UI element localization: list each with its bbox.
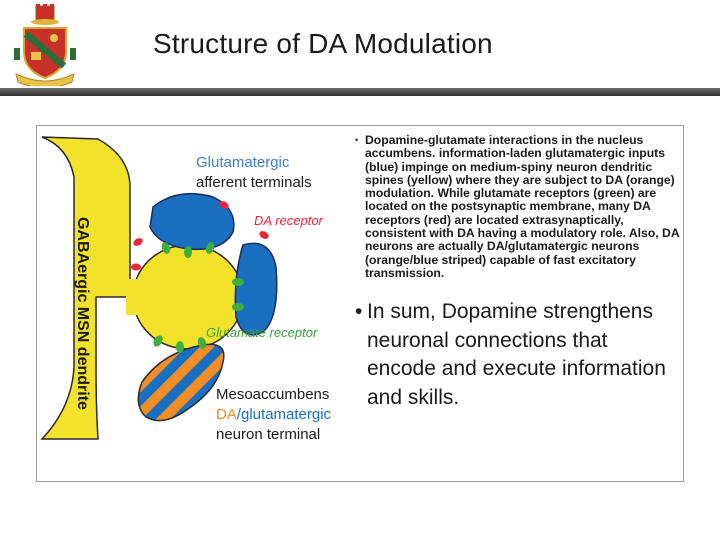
label-glutamatergic-1: Glutamatergic bbox=[196, 154, 290, 171]
bullet-description: • Dopamine-glutamate interactions in the … bbox=[355, 133, 681, 280]
msn-dendrite-shaft bbox=[40, 136, 131, 440]
glutamatergic-terminal-top bbox=[149, 192, 235, 251]
synapse-diagram: GABAergic MSN dendrite Glutamatergic aff… bbox=[40, 136, 332, 443]
label-terminal-1: Mesoaccumbens bbox=[216, 386, 329, 403]
bullet-summary-text: In sum, Dopamine strengthens neuronal co… bbox=[367, 300, 666, 409]
label-terminal-da: DA bbox=[216, 406, 237, 423]
glutamate-receptors bbox=[153, 242, 244, 353]
crest-logo bbox=[14, 4, 76, 86]
label-msn-dendrite: GABAergic MSN dendrite bbox=[74, 217, 91, 410]
bullet-dot-small: • bbox=[355, 135, 359, 145]
glutamatergic-terminal-right bbox=[234, 242, 278, 336]
da-receptors bbox=[131, 201, 269, 271]
slide-title: Structure of DA Modulation bbox=[153, 28, 493, 59]
bullet-description-text: Dopamine-glutamate interactions in the n… bbox=[365, 133, 680, 280]
text-column: •Dopamine-glutamate interactions in the … bbox=[355, 133, 681, 412]
header-bar: Structure of DA Modulation bbox=[0, 0, 720, 96]
label-da-receptor: DA receptor bbox=[254, 213, 324, 228]
bullet-summary: •In sum, Dopamine strengthens neuronal c… bbox=[355, 298, 681, 412]
da-glutamatergic-terminal bbox=[137, 343, 225, 422]
label-terminal-glut: /glutamatergic bbox=[237, 406, 332, 423]
header-divider bbox=[0, 88, 720, 96]
content-box: GABAergic MSN dendrite Glutamatergic aff… bbox=[36, 125, 684, 482]
label-glutamate-receptor: Glutamate receptor bbox=[206, 325, 318, 340]
bullet-dot-large: • bbox=[355, 300, 363, 324]
label-terminal-2: DA/glutamatergic bbox=[216, 406, 332, 423]
label-terminal-3: neuron terminal bbox=[216, 426, 320, 443]
label-glutamatergic-2: afferent terminals bbox=[196, 174, 312, 191]
